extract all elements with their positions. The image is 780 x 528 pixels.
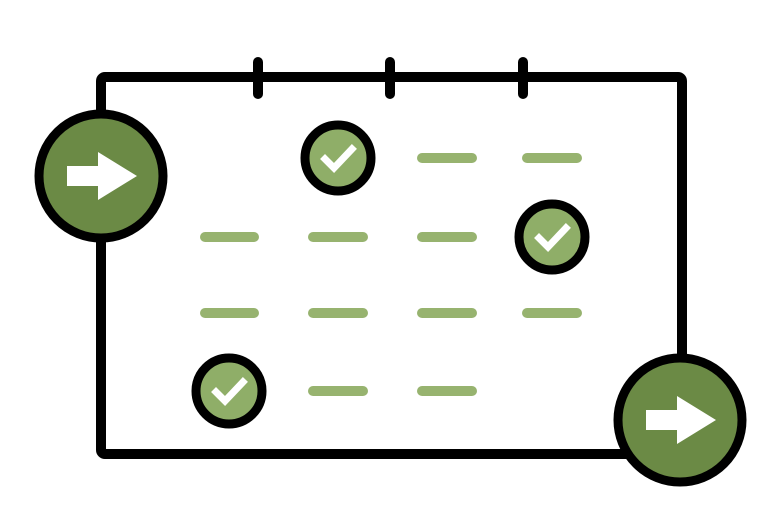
calendar-frame xyxy=(96,72,687,459)
calendar-rings xyxy=(253,57,528,99)
checkmark-icon xyxy=(191,353,267,429)
checkmark-icon xyxy=(514,199,590,275)
checkmark-icon xyxy=(300,120,376,196)
arrow-right-icon xyxy=(34,109,168,243)
arrow-right-icon xyxy=(613,353,747,487)
calendar-day-dashes xyxy=(200,153,582,396)
